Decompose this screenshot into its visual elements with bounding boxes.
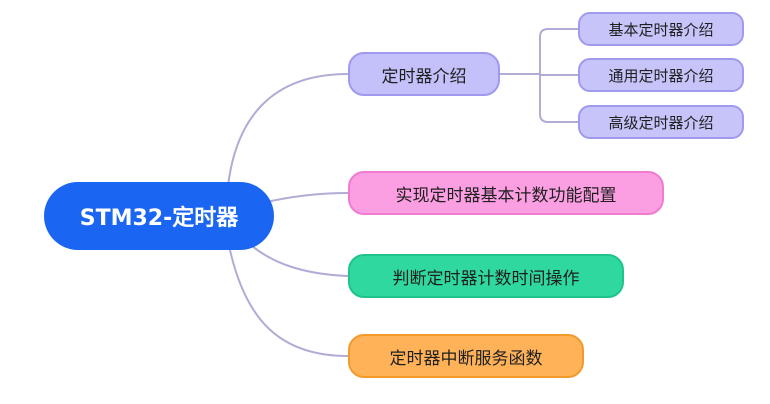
root-node[interactable]: STM32-定时器 [44, 182, 274, 250]
topic-label: 定时器介绍 [381, 66, 467, 87]
topic-timer-intro[interactable]: 定时器介绍 [348, 52, 500, 96]
topic-basic-count-config[interactable]: 实现定时器基本计数功能配置 [348, 171, 664, 215]
connector-root-to-judge-time [251, 245, 349, 277]
subtopic-label: 通用定时器介绍 [608, 66, 714, 85]
subtopic-advanced-timer-intro[interactable]: 高级定时器介绍 [578, 105, 744, 139]
topic-judge-count-time[interactable]: 判断定时器计数时间操作 [348, 254, 624, 298]
connector-root-to-interrupt [229, 249, 349, 357]
topic-label: 判断定时器计数时间操作 [392, 268, 580, 289]
connector-root-to-basic-count [261, 192, 349, 204]
subtopic-label: 高级定时器介绍 [608, 113, 714, 132]
connector-root-to-intro [227, 73, 349, 187]
root-label: STM32-定时器 [79, 206, 239, 231]
subtopic-label: 基本定时器介绍 [608, 20, 714, 39]
topic-interrupt-service[interactable]: 定时器中断服务函数 [348, 334, 584, 378]
topic-label: 实现定时器基本计数功能配置 [395, 185, 617, 206]
subtopic-general-timer-intro[interactable]: 通用定时器介绍 [578, 58, 744, 92]
subtopic-basic-timer-intro[interactable]: 基本定时器介绍 [578, 12, 744, 46]
topic-label: 定时器中断服务函数 [389, 348, 543, 369]
